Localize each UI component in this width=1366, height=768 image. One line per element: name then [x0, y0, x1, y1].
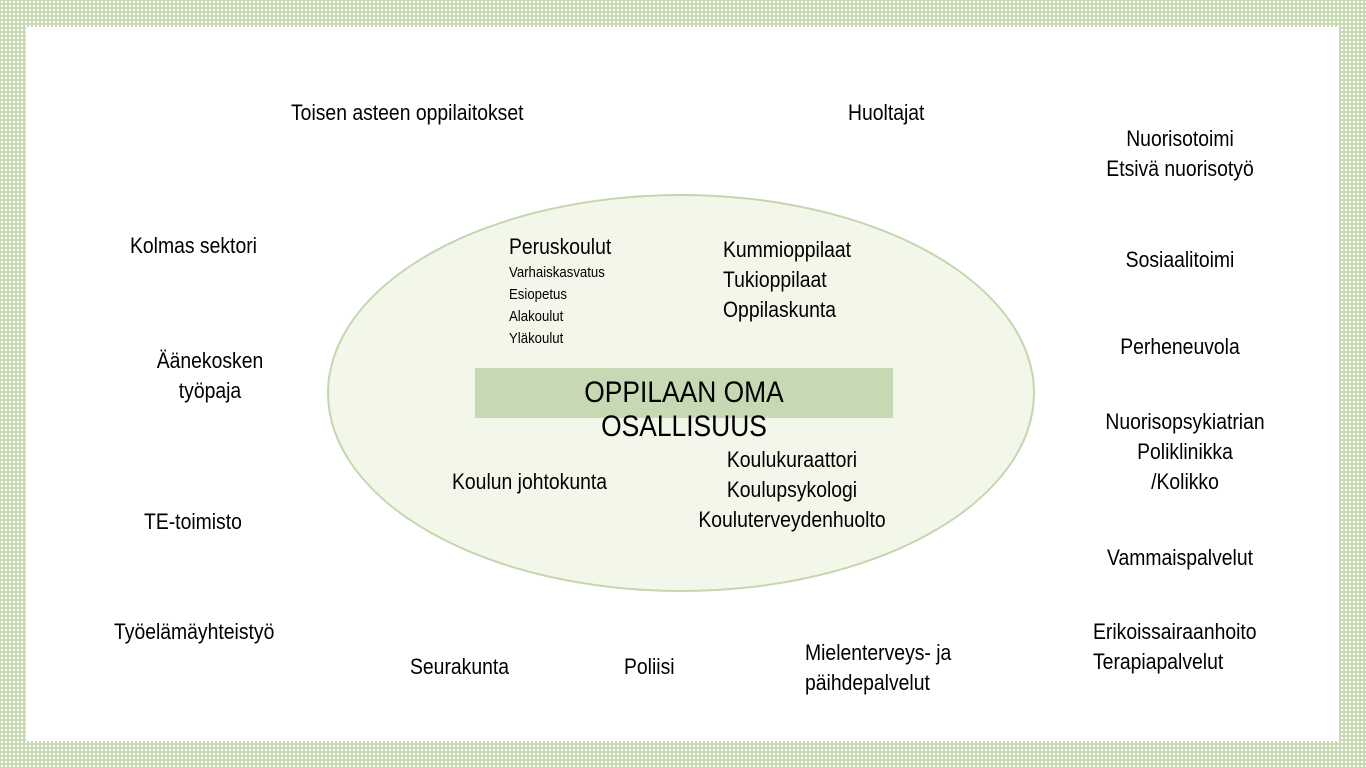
students-item: Oppilaskunta — [723, 297, 837, 322]
peruskoulut-item: Esiopetus — [509, 286, 567, 303]
care-group: Koulukuraattori Koulupsykologi Kouluterv… — [678, 445, 907, 535]
peruskoulut-item: Varhaiskasvatus — [509, 264, 605, 281]
students-item: Kummioppilaat — [723, 237, 852, 262]
johtokunta: Koulun johtokunta — [452, 469, 608, 494]
nuorisopsykiatria-line: /Kolikko — [1151, 469, 1219, 494]
seurakunta: Seurakunta — [410, 654, 510, 679]
tyopaja-line: Äänekosken — [156, 348, 264, 373]
kolmas-sektori: Kolmas sektori — [130, 233, 257, 258]
mielenterveys-line: Mielenterveys- ja — [805, 640, 952, 665]
poliisi: Poliisi — [624, 654, 675, 679]
center-label-box: OPPILAAN OMA OSALLISUUS — [475, 368, 893, 443]
center-label: OPPILAAN OMA OSALLISUUS — [584, 376, 784, 443]
care-item: Koulupsykologi — [726, 477, 858, 502]
tyoelama: Työelämäyhteistyö — [114, 619, 275, 644]
mielenterveys: Mielenterveys- ja päihdepalvelut — [805, 638, 951, 698]
nuorisotoimi-line: Etsivä nuorisotyö — [1106, 156, 1254, 181]
te-toimisto: TE-toimisto — [144, 509, 242, 534]
students-group: Kummioppilaat Tukioppilaat Oppilaskunta — [723, 235, 851, 325]
peruskoulut-group: Peruskoulut Varhaiskasvatus Esiopetus Al… — [509, 232, 611, 350]
erikois-line: Erikoissairaanhoito — [1093, 619, 1257, 644]
erikois-line: Terapiapalvelut — [1093, 649, 1224, 674]
students-item: Tukioppilaat — [723, 267, 827, 292]
care-item: Koulukuraattori — [726, 447, 858, 472]
sosiaalitoimi: Sosiaalitoimi — [1125, 247, 1235, 272]
mielenterveys-line: päihdepalvelut — [805, 670, 930, 695]
nuorisopsykiatria: Nuorisopsykiatrian Poliklinikka /Kolikko — [1084, 407, 1286, 497]
huoltajat: Huoltajat — [848, 100, 925, 125]
peruskoulut-title: Peruskoulut — [509, 234, 612, 259]
peruskoulut-item: Alakoulut — [509, 308, 564, 325]
toisen-asteen: Toisen asteen oppilaitokset — [291, 100, 524, 125]
nuorisopsykiatria-line: Poliklinikka — [1137, 439, 1233, 464]
nuorisopsykiatria-line: Nuorisopsykiatrian — [1105, 409, 1265, 434]
care-item: Kouluterveydenhuolto — [698, 507, 886, 532]
erikoissairaanhoito: Erikoissairaanhoito Terapiapalvelut — [1093, 617, 1257, 677]
peruskoulut-item: Yläkoulut — [509, 330, 564, 347]
nuorisotoimi-line: Nuorisotoimi — [1126, 126, 1234, 151]
tyopaja: Äänekosken työpaja — [122, 346, 298, 406]
nuorisotoimi: Nuorisotoimi Etsivä nuorisotyö — [1092, 124, 1268, 184]
tyopaja-line: työpaja — [178, 378, 242, 403]
perheneuvola: Perheneuvola — [1120, 334, 1240, 359]
vammaispalvelut: Vammaispalvelut — [1107, 545, 1253, 570]
